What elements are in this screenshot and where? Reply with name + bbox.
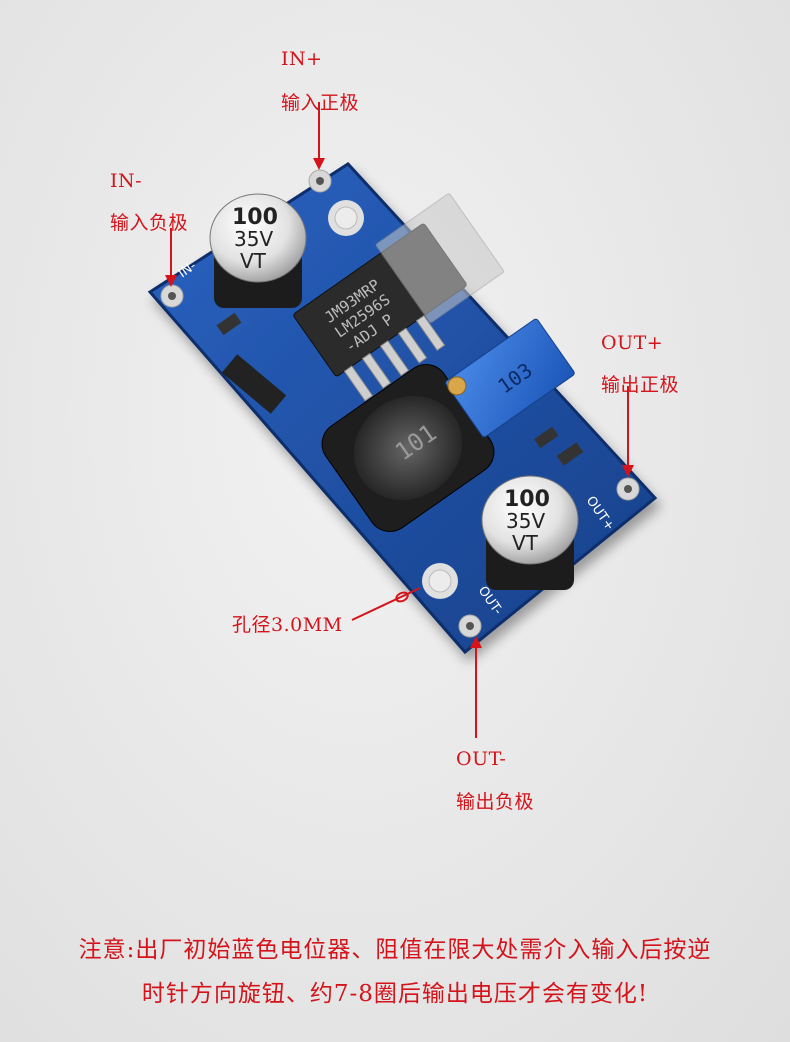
cap-top-series: VT [240,249,267,273]
in-plus-pad [308,169,332,193]
in-plus-pointer [318,102,320,160]
in-minus-desc: 输入负极 [110,212,189,234]
out-minus-desc: 输出负极 [456,791,535,813]
cap-top-value: 100 [232,205,278,230]
capacitor-top: 100 35V VT [209,193,307,308]
in-plus-desc: 输入正极 [281,92,360,114]
mounting-hole-top [328,200,364,236]
inductor: 101 [321,364,495,532]
smd-resistor-2 [556,442,584,466]
usage-note-line-2: 时针方向旋钮、约7-8圈后输出电压才会有变化! [141,981,649,1007]
out-minus-pointer [475,646,477,738]
diode [221,354,287,414]
in-minus-label: IN- [110,170,143,192]
hole-size-label: 孔径3.0MM [232,614,343,636]
buck-converter-board: JM93MRP LM2596S -ADJ P 101 103 100 35V V [147,162,658,655]
in-minus-pointer [170,228,172,276]
smd-resistor-1 [216,312,242,336]
out-plus-pad [616,477,640,501]
usage-note-line-1: 注意:出厂初始蓝色电位器、阻值在限大处需介入输入后按逆 [78,937,712,963]
in-minus-arrow [165,275,177,287]
mounting-hole-bottom [422,563,458,599]
cap-top-voltage: 35V [234,227,273,251]
usage-note: 注意:出厂初始蓝色电位器、阻值在限大处需介入输入后按逆 时针方向旋钮、约7-8圈… [0,928,790,1016]
out-plus-pointer [627,386,629,466]
smd-resistor-3 [534,426,559,449]
regulator-chip: JM93MRP LM2596S -ADJ P [293,193,504,402]
in-plus-arrow [313,158,325,170]
cap-bottom-voltage: 35V [506,509,545,533]
out-plus-label: OUT+ [601,332,664,354]
out-minus-arrow [470,636,482,648]
adjust-screw [447,376,467,396]
hole-pointer-marker [395,591,409,603]
cap-bottom-value: 100 [504,487,550,512]
out-plus-desc: 输出正极 [601,374,680,396]
out-minus-label: OUT- [456,748,507,770]
capacitor-bottom: 100 35V VT [481,475,579,590]
hole-pointer-line [351,587,421,621]
potentiometer: 103 [445,318,575,438]
cap-bottom-series: VT [512,531,539,555]
in-plus-label: IN+ [281,48,323,70]
in-minus-pad [160,284,184,308]
out-minus-pad [458,614,482,638]
out-plus-arrow [622,465,634,477]
